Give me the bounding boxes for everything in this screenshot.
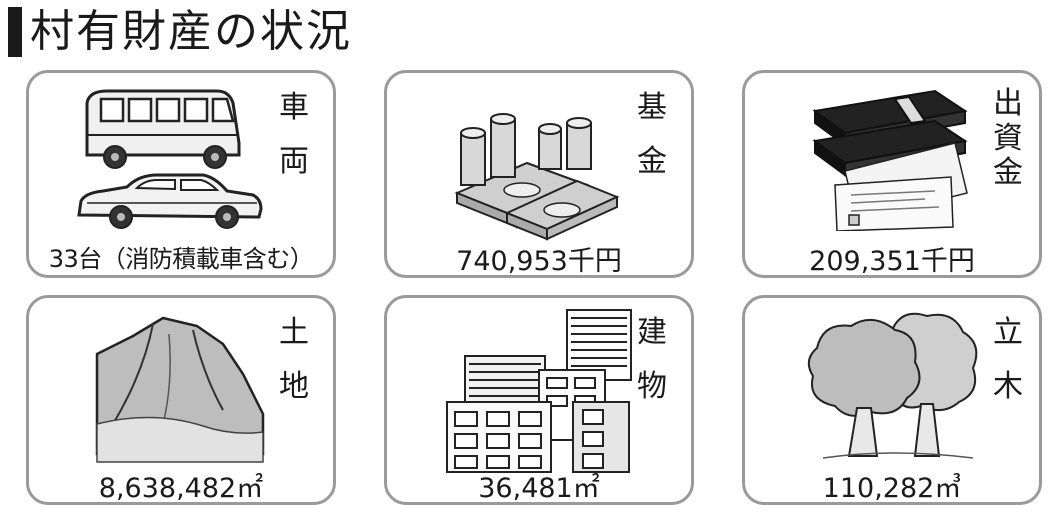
bus-and-car-icon [57,83,277,233]
mountain-icon [93,314,269,464]
card-label: 立 木 [993,315,1025,404]
card-timber: 立 木 110,282㎥ [742,295,1042,505]
trees-icon [803,308,983,468]
card-label: 車 両 [279,90,311,179]
card-land: 土 地 8,638,482㎡ [26,295,336,505]
card-value: 110,282㎥ [822,473,962,504]
card-value: 33台（消防積載車含む） [48,245,314,273]
card-funds: 基 金 740,953千円 [384,70,694,278]
buildings-icon [443,306,643,476]
card-buildings: 建 物 36,481㎡ [384,295,694,505]
money-and-coins-icon [447,93,627,243]
page-title-text: 村有財産の状況 [30,6,352,57]
card-value: 36,481㎡ [478,473,600,504]
card-vehicles: 車 両 33台（消防積載車含む） [26,70,336,278]
card-value: 8,638,482㎡ [98,473,264,504]
card-label: 土 地 [279,315,311,404]
card-value: 740,953千円 [456,246,622,277]
card-investments: 出 資 金 209,351千円 [742,70,1042,278]
card-label: 基 金 [637,90,669,179]
title-marker [8,7,22,57]
card-value: 209,351千円 [809,246,975,277]
page-title: 村有財産の状況 [8,2,352,62]
card-label: 建 物 [637,315,669,404]
cash-and-certificate-icon [805,81,985,231]
card-label: 出 資 金 [993,86,1025,190]
